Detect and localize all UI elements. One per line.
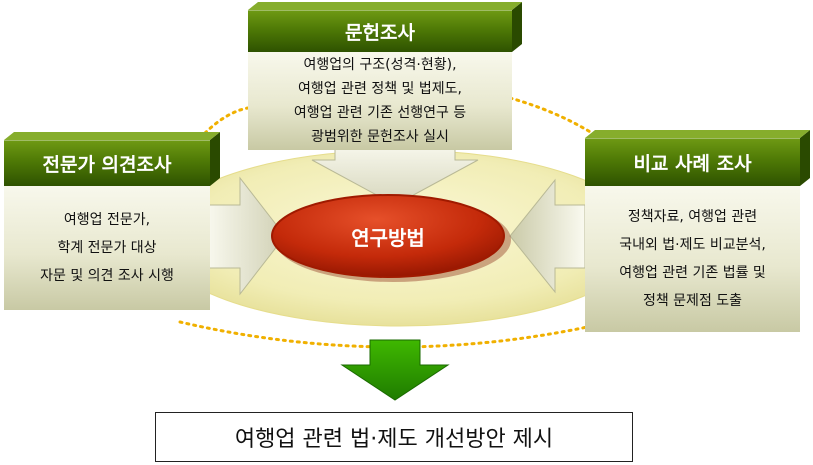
comparative-line: 여행업 관련 기존 법률 및 [619,265,766,281]
literature-header-top [248,2,522,10]
result-arrow [340,339,450,401]
literature-line: 광범위한 문헌조사 실시 [311,129,449,145]
comparative-line: 국내외 법·제도 비교분석, [619,237,766,253]
center-ellipse-area: 연구방법 [272,195,504,277]
literature-line: 여행업의 구조(성격·현황), [303,57,457,73]
arrow-from-expert [204,176,286,296]
comparative-line: 정책자료, 여행업 관련 [627,209,758,225]
result-box: 여행업 관련 법·제도 개선방안 제시 [155,412,633,462]
expert-box: 전문가 의견조사 여행업 전문가, 학계 전문가 대상 자문 및 의견 조사 시… [4,140,210,310]
expert-line: 자문 및 의견 조사 시행 [40,268,174,284]
expert-header-side [210,132,220,186]
literature-line: 여행업 관련 기존 선행연구 등 [293,105,467,121]
literature-body: 여행업의 구조(성격·현황), 여행업 관련 정책 및 법제도, 여행업 관련 … [248,52,512,150]
expert-title: 전문가 의견조사 [4,140,210,186]
expert-line: 여행업 전문가, [63,212,151,228]
comparative-header-side [800,130,810,186]
comparative-title: 비교 사례 조사 [585,138,800,186]
orbit-arc-top-right [508,96,602,140]
center-ellipse [271,194,505,278]
expert-header-top [4,132,220,140]
arrow-from-comparative [509,178,586,294]
comparative-body: 정책자료, 여행업 관련 국내외 법·제도 비교분석, 여행업 관련 기존 법률… [585,186,800,332]
comparative-header-top [585,130,810,138]
literature-header-side [512,2,522,52]
literature-line: 여행업 관련 정책 및 법제도, [298,81,462,97]
expert-line: 학계 전문가 대상 [57,240,157,256]
expert-body: 여행업 전문가, 학계 전문가 대상 자문 및 의견 조사 시행 [4,186,210,310]
literature-box: 문헌조사 여행업의 구조(성격·현황), 여행업 관련 정책 및 법제도, 여행… [248,10,512,150]
center-label: 연구방법 [351,225,425,250]
comparative-line: 정책 문제점 도출 [642,293,743,309]
literature-title: 문헌조사 [248,10,512,52]
comparative-box: 비교 사례 조사 정책자료, 여행업 관련 국내외 법·제도 비교분석, 여행업… [585,138,800,332]
